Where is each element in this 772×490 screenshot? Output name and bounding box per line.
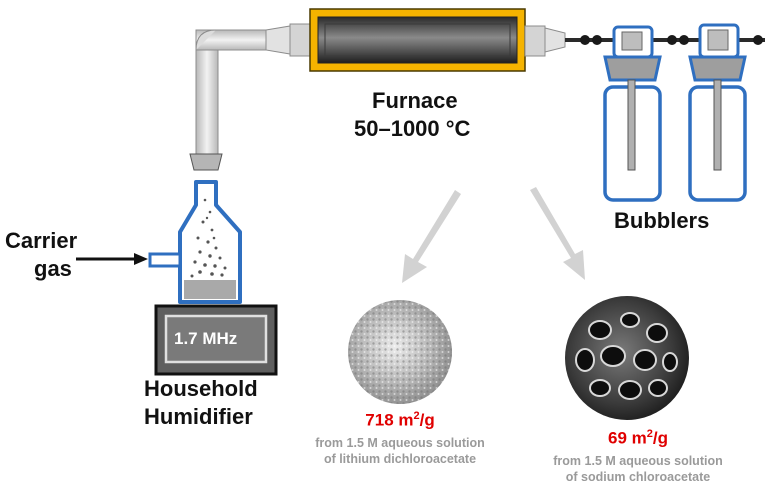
humidifier-vessel — [148, 153, 242, 304]
humidifier-base — [154, 304, 278, 376]
humidifier-label-line1: Household — [144, 376, 258, 401]
furnace-label: Furnace — [372, 88, 458, 113]
source-sodium-line2: of sodium chloroacetate — [565, 470, 711, 484]
surface-area-sodium: 69 m2/g — [608, 428, 668, 448]
bubblers-label: Bubblers — [614, 208, 710, 233]
bubbler-2 — [688, 23, 747, 202]
glass-tube — [195, 23, 311, 155]
carrier-gas-arrow — [76, 253, 148, 265]
temperature-label: 50–1000 °C — [354, 116, 471, 141]
source-lithium-line2: of lithium dichloroacetate — [323, 452, 477, 466]
surface-area-lithium: 718 m2/g — [365, 410, 435, 430]
carrier-gas-label-line1: Carrier — [5, 228, 78, 253]
source-lithium-line1: from 1.5 M aqueous solution — [315, 436, 485, 450]
sample-sphere-lithium — [348, 300, 452, 404]
carrier-gas-label-line2: gas — [34, 256, 72, 281]
furnace — [309, 8, 526, 72]
source-sodium-line1: from 1.5 M aqueous solution — [553, 454, 723, 468]
bubbler-1 — [603, 25, 662, 202]
sample-sphere-sodium — [565, 296, 689, 420]
humidifier-label-line2: Humidifier — [144, 404, 253, 429]
result-arrows — [402, 187, 585, 283]
frequency-label: 1.7 MHz — [174, 329, 238, 348]
